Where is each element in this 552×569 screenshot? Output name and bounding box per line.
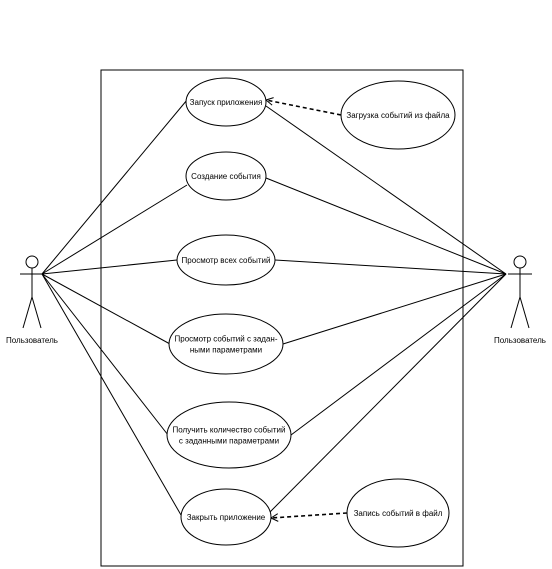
- association-right-uc3: [274, 259, 507, 275]
- association-right-uc5: [290, 273, 507, 436]
- actor-layer: Пользователь Пользователь: [6, 255, 546, 345]
- association-left-uc5: [41, 273, 169, 436]
- use-case-label: Запуск приложения: [190, 98, 263, 107]
- association-left-uc2: [41, 184, 188, 275]
- actor-left-leg: [510, 296, 521, 329]
- dependency-uc8-uc6: [270, 512, 348, 519]
- actor-label: Пользователь: [494, 336, 546, 345]
- use-case-ellipse: [166, 401, 292, 469]
- use-case-label: Закрыть приложение: [187, 513, 266, 522]
- use-case-label: Просмотр всех событий: [182, 256, 271, 265]
- use-case-label: с заданными параметрами: [179, 437, 279, 446]
- association-left-uc3: [41, 259, 178, 275]
- use-case-label: Создание события: [191, 172, 261, 181]
- actor-right: Пользователь: [494, 255, 546, 345]
- use-case-label: Просмотр событий с задан-: [175, 335, 278, 344]
- use-case-uc7[interactable]: Загрузка событий из файла: [340, 80, 456, 150]
- use-case-label: Загрузка событий из файла: [346, 111, 450, 120]
- use-case-ellipse: [346, 478, 450, 548]
- use-case-uc3[interactable]: Просмотр всех событий: [176, 234, 276, 286]
- actor-left-leg: [22, 296, 33, 329]
- use-case-ellipse: [176, 234, 276, 286]
- association-right-uc1: [265, 105, 507, 275]
- use-case-uc5[interactable]: Получить количество событий с заданными п…: [166, 401, 292, 469]
- use-case-label: Запись событий в файл: [354, 509, 443, 518]
- actor-right-leg: [519, 296, 530, 329]
- association-left-uc1: [41, 99, 188, 275]
- association-right-uc4: [282, 273, 507, 345]
- use-case-ellipse: [185, 151, 267, 201]
- actor-label: Пользователь: [6, 336, 58, 345]
- association-left-uc6: [41, 273, 182, 516]
- use-case-uc2[interactable]: Создание события: [185, 151, 267, 201]
- dependency-uc7-uc1: [265, 99, 342, 116]
- actor-left: Пользователь: [6, 255, 58, 345]
- association-right-uc2: [265, 177, 507, 275]
- use-case-uc4[interactable]: Просмотр событий с задан-ными параметрам…: [168, 313, 284, 375]
- association-left-uc4: [41, 273, 171, 345]
- actor-head: [513, 255, 527, 269]
- use-case-ellipse: [340, 80, 456, 150]
- use-case-ellipse: [168, 313, 284, 375]
- use-case-uc6[interactable]: Закрыть приложение: [180, 488, 272, 546]
- use-case-uc1[interactable]: Запуск приложения: [185, 77, 267, 127]
- actor-right-leg: [31, 296, 42, 329]
- use-case-ellipse: [185, 77, 267, 127]
- use-case-ellipse: [180, 488, 272, 546]
- actor-head: [25, 255, 39, 269]
- association-right-uc6: [269, 273, 507, 513]
- use-case-label: ными параметрами: [190, 346, 262, 355]
- association-layer: [41, 99, 507, 516]
- use-case-uc8[interactable]: Запись событий в файл: [346, 478, 450, 548]
- dependency-layer: [264, 97, 348, 522]
- use-case-label: Получить количество событий: [173, 426, 286, 435]
